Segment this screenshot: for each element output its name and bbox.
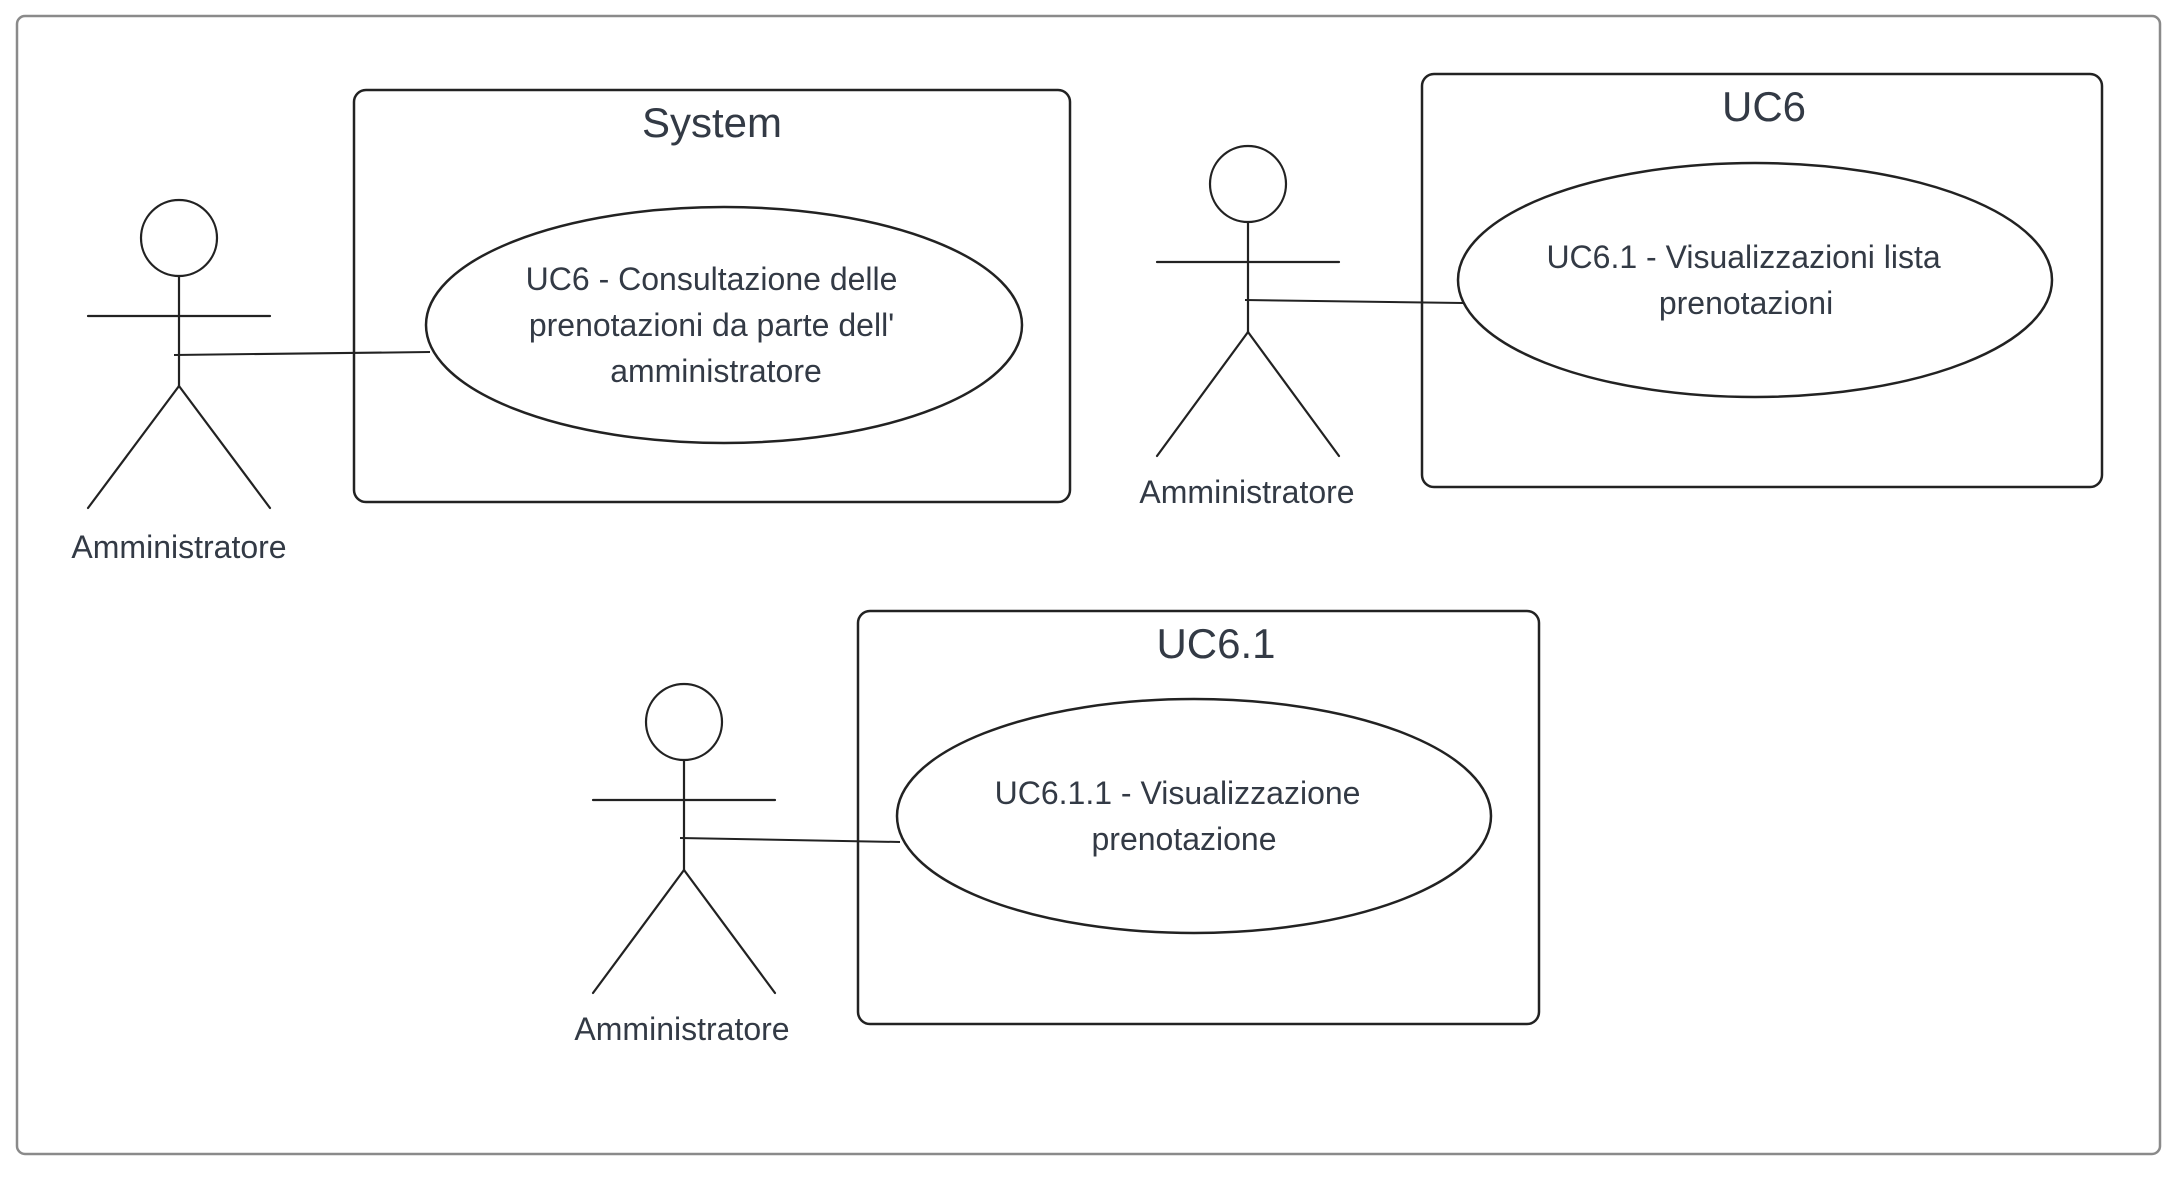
actor-amministratore[interactable] <box>591 682 777 995</box>
actor-head <box>139 198 219 278</box>
actor-right-leg <box>682 868 777 995</box>
use-case-uc6[interactable] <box>424 205 1024 445</box>
actor-label: Amministratore <box>1139 474 1354 510</box>
actor-left-leg <box>1155 330 1250 458</box>
uc6-1-boundary-title: UC6.1 <box>1156 620 1275 667</box>
actor-left-leg <box>86 384 181 510</box>
use-case-uc6-label: UC6 - Consultazione delle prenotazioni d… <box>526 261 907 389</box>
actor-left-leg <box>591 868 686 995</box>
actor-right-leg <box>1246 330 1341 458</box>
association-line[interactable] <box>679 837 901 843</box>
system-boundary-title: System <box>642 99 782 146</box>
uc6-boundary-title: UC6 <box>1722 83 1806 130</box>
use-case-uc6-1-label: UC6.1 - Visualizzazioni lista prenotazio… <box>1546 239 1949 321</box>
association-line[interactable] <box>1244 299 1464 304</box>
use-case-uc6-1-1[interactable] <box>895 697 1493 935</box>
actor-amministratore[interactable] <box>86 198 272 510</box>
panel-uc6-1: UC6.1 UC6.1.1 - Visualizzazione prenotaz… <box>574 609 1541 1047</box>
panel-uc6: UC6 UC6.1 - Visualizzazioni lista prenot… <box>1139 72 2104 510</box>
actor-amministratore[interactable] <box>1155 144 1341 458</box>
actor-right-leg <box>177 384 272 510</box>
actor-label: Amministratore <box>71 529 286 565</box>
panel-system: System UC6 - Consultazione delle prenota… <box>71 88 1072 565</box>
actor-label: Amministratore <box>574 1011 789 1047</box>
actor-head <box>644 682 724 762</box>
use-case-uc6-1-1-label: UC6.1.1 - Visualizzazione prenotazione <box>995 775 1370 857</box>
association-line[interactable] <box>173 351 431 356</box>
actor-head <box>1208 144 1288 224</box>
use-case-uc6-1[interactable] <box>1456 161 2054 399</box>
